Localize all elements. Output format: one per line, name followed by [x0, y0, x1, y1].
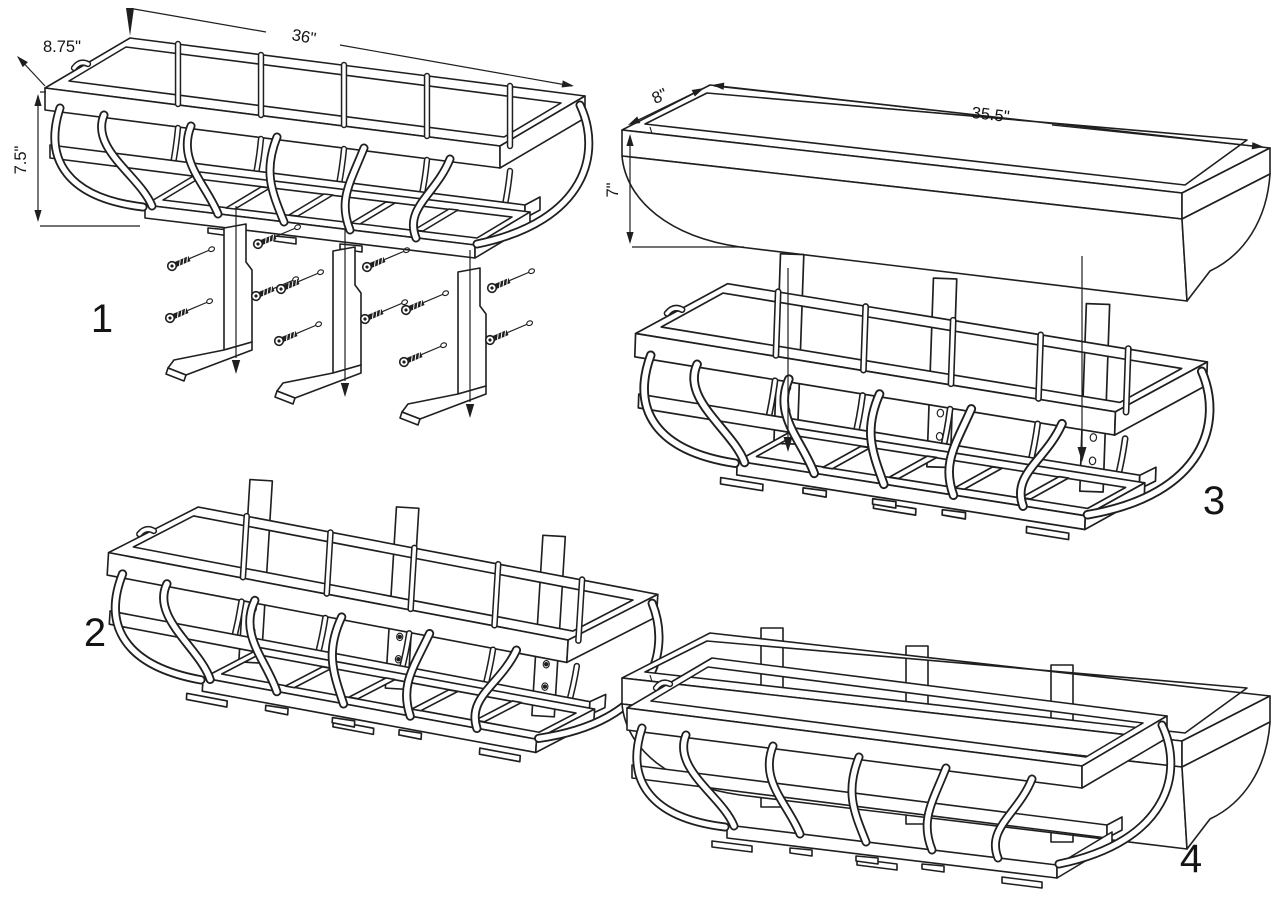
step-1-figure: 36" 8.75" 7.5" 1: [12, 8, 589, 425]
step-label-2: 2: [84, 611, 106, 655]
dimension-cage-height: 7.5": [12, 91, 140, 227]
dimension-liner-length: 35.5": [711, 81, 1265, 151]
dim-liner-depth-label: 8": [649, 85, 671, 108]
dim-liner-height-label: 7": [604, 182, 622, 197]
wall-bracket: [398, 250, 536, 425]
cage-basket: [45, 38, 589, 259]
step-label-3: 3: [1203, 479, 1225, 523]
step-3-figure: 8" 35.5" 7" 3: [604, 81, 1271, 541]
liner-box: [621, 84, 1271, 302]
insertion-arrows: [783, 256, 1087, 462]
step-2-figure: 2: [84, 478, 667, 763]
dimension-liner-depth: 8": [626, 84, 706, 129]
dimension-liner-height: 7": [604, 134, 744, 248]
step-label-4: 4: [1180, 837, 1202, 881]
wall-bracket: [273, 229, 411, 404]
step-4-figure: 4: [621, 627, 1271, 889]
dimension-cage-length: 36": [126, 8, 575, 90]
dim-cage-depth-label: 8.75": [43, 38, 81, 56]
assembled-planter: [621, 627, 1271, 889]
dim-cage-length-label: 36": [290, 26, 317, 48]
step-label-1: 1: [91, 297, 113, 341]
dim-liner-length-label: 35.5": [971, 104, 1011, 126]
cage-with-brackets: [97, 478, 667, 763]
dimension-cage-depth: 8.75": [14, 38, 81, 87]
dim-cage-height-label: 7.5": [12, 145, 30, 174]
